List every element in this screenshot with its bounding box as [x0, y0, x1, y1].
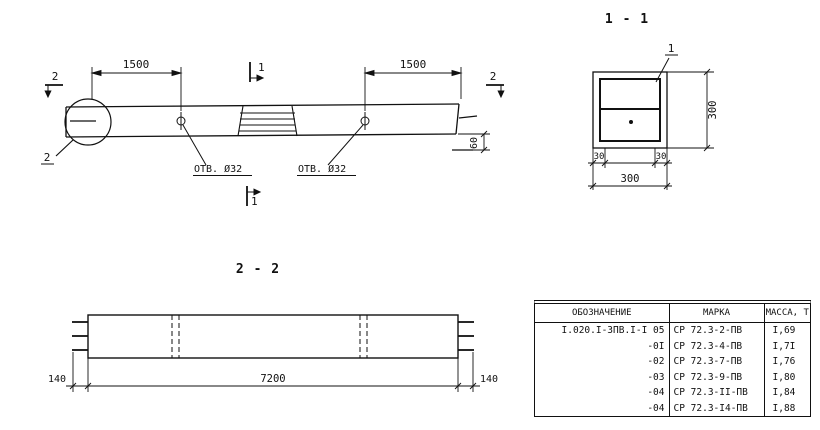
cell-designation: -03 [535, 369, 670, 385]
table-row: I.020.I-3ПВ.I-I 05 СР 72.3-2-ПВ I,69 [535, 322, 810, 339]
cell-mark: СР 72.3-2-ПВ [669, 322, 765, 339]
header-designation: ОБОЗНАЧЕНИЕ [535, 304, 670, 323]
section-2-2-dims [66, 352, 480, 392]
dim-60-label: 60 [469, 137, 480, 149]
section-2-2-title: 2 - 2 [236, 262, 280, 277]
dim-1500-left [90, 67, 183, 111]
hole-label-left: ОТВ. Ø32 [194, 163, 242, 175]
cut-mark-2-left-label: 2 [52, 70, 59, 83]
cell-mark: СР 72.3-I4-ПВ [669, 400, 765, 416]
table-row: -02 СР 72.3-7-ПВ I,76 [535, 354, 810, 370]
cell-mass: I,80 [772, 371, 796, 383]
hole-symbol-right [327, 112, 370, 166]
dim-1500-right-label: 1500 [400, 58, 427, 71]
table-header-row: ОБОЗНАЧЕНИЕ МАРКА МАССА, Т [535, 304, 810, 323]
cell-mass: I,76 [772, 356, 796, 368]
cell-designation: -04 [535, 400, 670, 416]
parts-table: ОБОЗНАЧЕНИЕ МАРКА МАССА, Т I.020.I-3ПВ.I… [534, 300, 811, 417]
rebar-callout-label: 1 [668, 42, 675, 55]
table-row: -03 СР 72.3-9-ПВ I,80 [535, 369, 810, 385]
cell-designation: -02 [535, 354, 670, 370]
hole-label-right: ОТВ. Ø32 [298, 163, 346, 175]
cell-mark: СР 72.3-4-ПВ [669, 338, 765, 354]
cut-mark-2-left [44, 84, 63, 99]
dim-300-width-label: 300 [621, 173, 640, 185]
header-mass: МАССА, Т [764, 304, 810, 323]
dim-30-left-label: 30 [594, 152, 605, 162]
pile-tip-detail-circle [55, 98, 112, 157]
pile-elevation-outline [65, 103, 478, 138]
cell-mark: СР 72.3-7-ПВ [669, 354, 765, 370]
cell-designation: -04 [535, 385, 670, 401]
dim-300-height-label: 300 [707, 101, 719, 120]
dim-60 [452, 130, 490, 154]
dim-140-left-label: 140 [48, 374, 66, 385]
hole-symbol-left [176, 112, 207, 166]
dim-1500-left-label: 1500 [123, 58, 150, 71]
cell-mass: I,7I [772, 340, 796, 352]
section-1-1-title: 1 - 1 [605, 12, 649, 27]
table-row: -0I СР 72.3-4-ПВ I,7I [535, 338, 810, 354]
cut-mark-1-top [249, 62, 265, 82]
section-2-2-view [72, 314, 474, 359]
cut-mark-1-top-label: 1 [258, 61, 265, 74]
dim-140-right-label: 140 [480, 374, 498, 385]
embedded-insert-detail [237, 105, 298, 137]
section-1-1-dims [588, 68, 714, 190]
cut-mark-1-bottom-label: 1 [251, 195, 258, 208]
cell-mark: СР 72.3-9-ПВ [669, 369, 765, 385]
cut-mark-2-right [486, 84, 505, 99]
cell-mass: I,69 [772, 325, 796, 337]
cut-mark-1-bottom [246, 186, 262, 206]
table-row: -04 СР 72.3-II-ПВ I,84 [535, 385, 810, 401]
dim-30-right-label: 30 [656, 152, 667, 162]
section-1-1-view [592, 57, 670, 149]
detail-callout-label: 2 [44, 151, 51, 164]
header-mark: МАРКА [669, 304, 765, 323]
dim-1500-right [363, 67, 463, 111]
cell-mass: I,88 [772, 402, 796, 414]
cell-designation: I.020.I-3ПВ.I-I 05 [535, 322, 670, 339]
table-row: -04 СР 72.3-I4-ПВ I,88 [535, 400, 810, 416]
dim-7200-label: 7200 [260, 373, 285, 385]
cell-mark: СР 72.3-II-ПВ [669, 385, 765, 401]
cut-mark-2-right-label: 2 [490, 70, 497, 83]
cell-mass: I,84 [772, 387, 796, 399]
cell-designation: -0I [535, 338, 670, 354]
